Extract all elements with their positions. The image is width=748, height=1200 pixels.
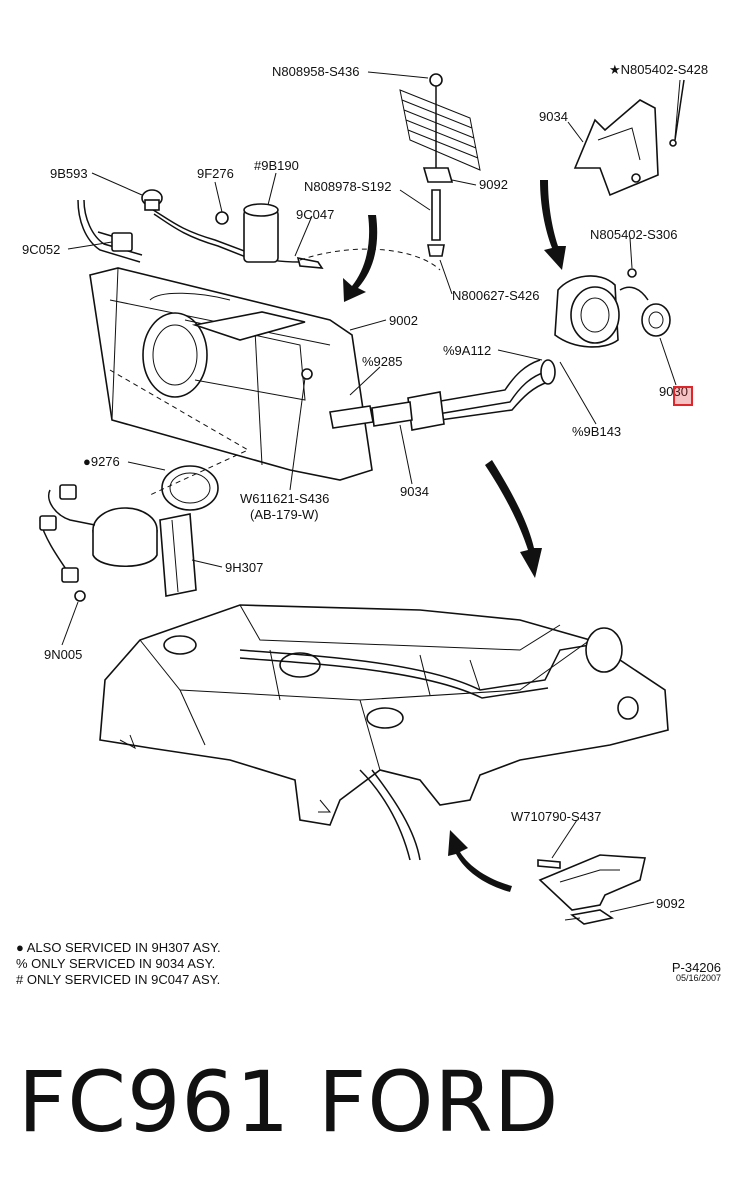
label-9b593: 9B593: [50, 166, 88, 181]
label-n805402-s428: ★N805402-S428: [609, 62, 708, 77]
connector-9c052: [111, 232, 133, 252]
label-9276: ●9276: [83, 454, 120, 469]
clip-9f276: [215, 211, 229, 225]
fuel-pump-module: [39, 465, 219, 602]
note-line: ● ALSO SERVICED IN 9H307 ASY.: [16, 940, 221, 955]
callout-labels: N808958-S436 ★N805402-S428 9034 9B593 9F…: [22, 62, 708, 911]
note-line: % ONLY SERVICED IN 9034 ASY.: [16, 956, 216, 971]
note-line: # ONLY SERVICED IN 9C047 ASY.: [16, 972, 221, 987]
leader-lines: [61, 71, 681, 913]
vapor-canister-9c047: [243, 203, 324, 269]
label-n805402-s306: N805402-S306: [590, 227, 677, 242]
label-9c047: 9C047: [296, 207, 334, 222]
label-9034-mid: 9034: [400, 484, 429, 499]
label-9092-bottom: 9092: [656, 896, 685, 911]
label-9034-top: 9034: [539, 109, 568, 124]
label-w710790-s437: W710790-S437: [511, 809, 601, 824]
drawing-reference: P-34206 05/16/2007: [671, 960, 721, 984]
label-9h307: 9H307: [225, 560, 263, 575]
label-n800627-s426: N800627-S426: [452, 288, 539, 303]
fuel-system-exploded-diagram: N808958-S436 ★N805402-S428 9034 9B593 9F…: [22, 62, 708, 925]
direction-arrows: [343, 180, 566, 892]
drawing-number: P-34206: [671, 960, 721, 975]
label-9c052: 9C052: [22, 242, 60, 257]
service-notes: ● ALSO SERVICED IN 9H307 ASY. % ONLY SER…: [16, 940, 221, 988]
label-9a112: %9A112: [443, 343, 491, 358]
label-9002: 9002: [389, 313, 418, 328]
label-9b143: %9B143: [572, 424, 621, 439]
label-9n005: 9N005: [44, 647, 82, 662]
fuel-door-housing-9030: [619, 268, 671, 337]
body-panel-top: [399, 73, 481, 257]
filler-pipe-assembly: [329, 275, 620, 431]
label-9285: %9285: [362, 354, 402, 369]
part-code-footer: FC961 FORD: [18, 1053, 560, 1151]
label-9f276: 9F276: [197, 166, 234, 181]
highlight-marker: [673, 386, 693, 406]
label-w611621-s436: W611621-S436: [240, 491, 329, 506]
vapor-lines: [77, 199, 316, 263]
bracket-9034-top: [573, 79, 685, 197]
heat-shield-bottom: [537, 854, 646, 925]
drawing-date: 05/16/2007: [675, 973, 721, 983]
guide-lines: [109, 248, 441, 496]
label-n808958-s436: N808958-S436: [272, 64, 359, 79]
label-ab-179-w: (AB-179-W): [250, 507, 319, 522]
label-9b190: #9B190: [254, 158, 299, 173]
label-9092-top: 9092: [479, 177, 508, 192]
label-n808978-s192: N808978-S192: [304, 179, 391, 194]
vehicle-underbody: [99, 604, 669, 861]
valve-9b593: [141, 189, 163, 211]
fuel-tank: [89, 267, 373, 481]
